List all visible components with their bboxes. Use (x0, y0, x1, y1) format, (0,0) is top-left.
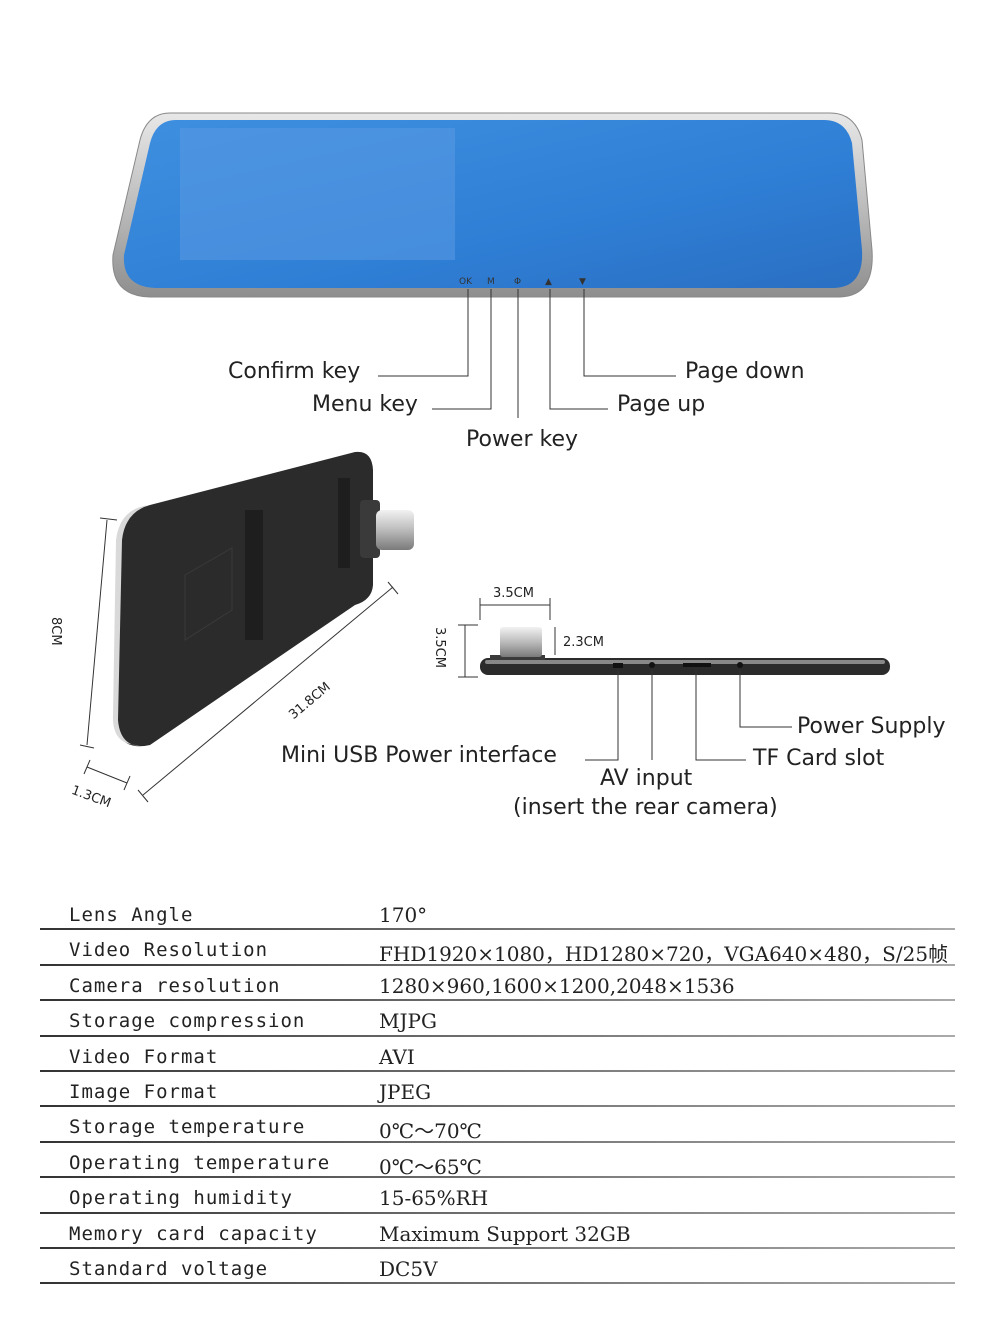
menu-button-label: M (487, 277, 495, 287)
spec-row: Storage temperature 0℃～70℃ (40, 1107, 955, 1144)
spec-value: Maximum Support 32GB (379, 1221, 631, 1246)
page-down-label: Page down (685, 359, 805, 384)
ok-button-label: OK (459, 277, 472, 287)
bottom-ports (613, 662, 743, 668)
spec-row: Video Resolution FHD1920×1080，HD1280×720，… (40, 930, 955, 967)
page-up-label: Page up (617, 392, 706, 417)
screen-display-area (180, 128, 455, 260)
lens-width-dimension-label: 3.5CM (493, 586, 534, 601)
spec-value: AVI (379, 1044, 415, 1069)
spec-value: 170° (379, 903, 428, 927)
spec-value: JPEG (379, 1079, 432, 1104)
spec-label: Storage compression (69, 1010, 306, 1033)
length-dimension-label: 31.8CM (286, 679, 334, 723)
spec-row: Lens Angle 170° (40, 895, 955, 931)
spec-value: 0℃～65℃ (379, 1154, 482, 1179)
av-input-label: AV input (600, 766, 693, 791)
menu-key-label: Menu key (312, 392, 418, 417)
spec-row: Memory card capacity Maximum Support 32GB (40, 1214, 955, 1250)
spec-table: Lens Angle 170° Video Resolution FHD1920×10… (40, 895, 955, 1285)
spec-value: DC5V (379, 1256, 438, 1281)
spec-value: 15-65%RH (379, 1186, 489, 1211)
spec-label: Lens Angle (69, 904, 194, 926)
spec-row: Standard voltage DC5V (40, 1249, 955, 1285)
power-supply-label: Power Supply (797, 714, 946, 739)
spec-value: 1280×960,1600×1200,2048×1536 (379, 973, 735, 998)
front-leader-lines (378, 289, 676, 418)
spec-label: Video Format (69, 1045, 219, 1068)
power-icon: Φ (514, 277, 522, 287)
spec-label: Camera resolution (69, 974, 281, 997)
lens-depth-dimension-label: 2.3CM (563, 635, 604, 650)
page-up-icon: ▲ (545, 277, 552, 287)
spec-label: Video Resolution (69, 939, 269, 962)
front-view-diagram (112, 112, 873, 418)
bottom-dimension-lines (458, 598, 556, 678)
spec-label: Operating temperature (69, 1151, 331, 1174)
power-key-label: Power key (466, 427, 579, 452)
mirror-front-body (112, 112, 873, 298)
spec-row: Operating temperature 0℃～65℃ (40, 1143, 955, 1179)
spec-label: Memory card capacity (69, 1222, 318, 1245)
depth-dimension-label: 1.3CM (69, 783, 113, 812)
page-down-icon: ▼ (579, 277, 586, 287)
spec-value: FHD1920×1080，HD1280×720，VGA640×480，S/25帧 (379, 942, 949, 967)
spec-row: Camera resolution 1280×960,1600×1200,2048… (40, 966, 955, 1002)
spec-label: Storage temperature (69, 1116, 306, 1139)
mirror-side-body (112, 451, 373, 747)
spec-value: MJPG (379, 1009, 437, 1034)
tf-card-slot-label: TF Card slot (753, 746, 885, 771)
spec-label: Standard voltage (69, 1257, 269, 1280)
spec-row: Image Format JPEG (40, 1072, 955, 1108)
height-dimension-label: 8CM (48, 617, 63, 646)
spec-value: 0℃～70℃ (379, 1119, 482, 1144)
av-input-note: (insert the rear camera) (513, 795, 778, 820)
confirm-key-label: Confirm key (228, 359, 361, 384)
mini-usb-label: Mini USB Power interface (281, 743, 557, 768)
lens-height-dimension-label: 3.5CM (432, 627, 447, 668)
mirror-bottom-body (480, 627, 890, 675)
spec-label: Image Format (69, 1080, 219, 1103)
spec-row: Operating humidity 15-65%RH (40, 1178, 955, 1214)
spec-row: Video Format AVI (40, 1037, 955, 1073)
front-camera-lens (360, 500, 414, 558)
spec-label: Operating humidity (69, 1187, 293, 1210)
spec-row: Storage compression MJPG (40, 1001, 955, 1037)
